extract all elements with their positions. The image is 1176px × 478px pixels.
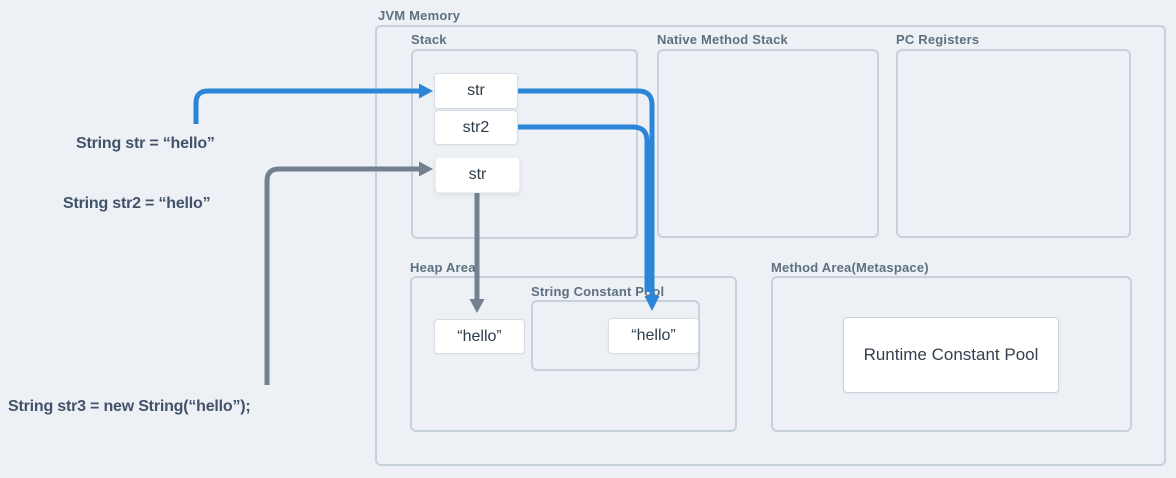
heap-string-object: “hello” — [434, 319, 525, 354]
string-constant-pool-literal: “hello” — [608, 318, 699, 354]
pc-registers-label: PC Registers — [896, 32, 980, 47]
method-area-label: Method Area(Metaspace) — [771, 260, 929, 275]
runtime-constant-pool-box: Runtime Constant Pool — [843, 317, 1059, 393]
stack-slot-str3: str — [435, 157, 520, 193]
jvm-memory-label: JVM Memory — [378, 8, 461, 23]
native-method-stack-label: Native Method Stack — [657, 32, 788, 47]
string-constant-pool-label: String Constant Pool — [531, 284, 665, 299]
stack-label: Stack — [411, 32, 447, 47]
code-statement-str3: String str3 = new String(“hello”); — [8, 398, 251, 415]
native-method-stack-region — [657, 49, 879, 238]
stack-slot-str: str — [434, 73, 518, 109]
heap-area-label: Heap Area — [410, 260, 476, 275]
code-statement-str2: String str2 = “hello” — [63, 195, 211, 212]
code-statement-str: String str = “hello” — [76, 135, 215, 152]
string-constant-pool-region — [531, 300, 700, 371]
stack-slot-str2: str2 — [434, 110, 518, 145]
pc-registers-region — [896, 49, 1131, 238]
method-area-region — [771, 276, 1132, 432]
